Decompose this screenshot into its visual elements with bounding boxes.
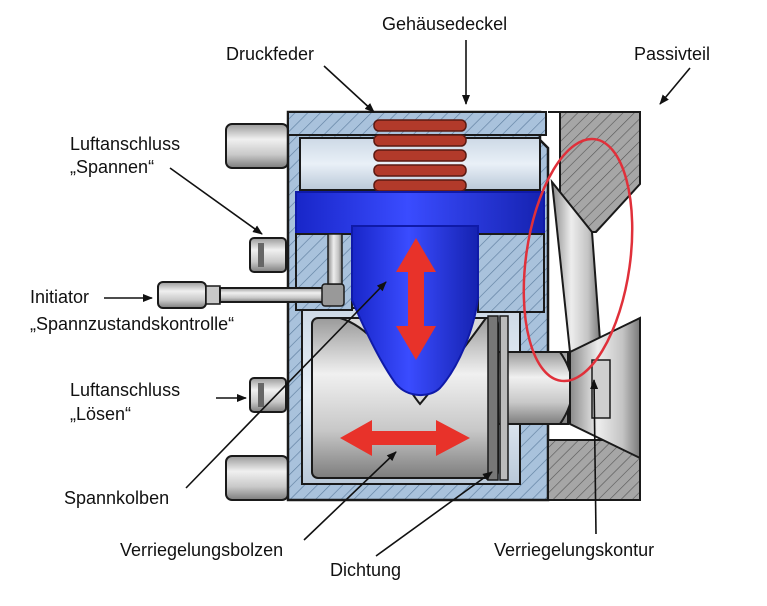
label-luftanschluss-loesen-1: Luftanschluss [70,380,181,400]
label-luftanschluss-spannen-2: „Spannen“ [70,157,155,177]
passive-part [547,111,641,501]
label-verriegelungskontur: Verriegelungskontur [494,540,655,560]
air-fittings [249,237,287,413]
initiator-sensor [157,233,345,309]
label-initiator-2: „Spannzustandskontrolle“ [30,314,235,334]
label-luftanschluss-spannen-1: Luftanschluss [70,134,181,154]
horizontal-motion-arrow [340,420,470,456]
label-spannkolben: Spannkolben [64,488,170,508]
label-luftanschluss-loesen-2: „Lösen“ [70,404,132,424]
label-passivteil: Passivteil [634,44,711,64]
label-dichtung: Dichtung [330,560,402,580]
vertical-motion-arrow [396,238,436,360]
highlight-ellipse [522,137,634,383]
label-gehaeusedeckel: Gehäusedeckel [382,14,508,34]
seal [487,315,509,481]
leader-lines [104,40,691,557]
compression-spring [373,119,467,192]
label-verriegelungsbolzen: Verriegelungsbolzen [120,540,284,560]
connection-studs [225,123,289,501]
label-initiator-1: Initiator [30,287,90,307]
label-druckfeder: Druckfeder [226,44,315,64]
